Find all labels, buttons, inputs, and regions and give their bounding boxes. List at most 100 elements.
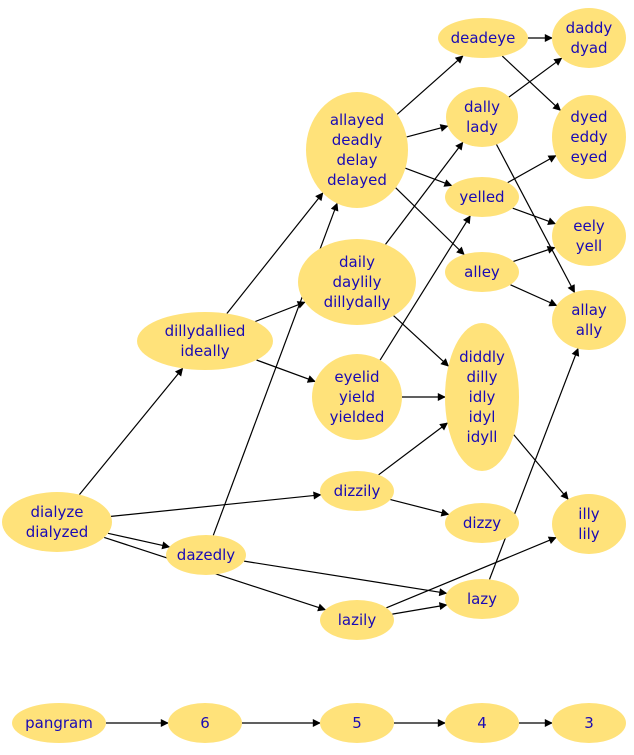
edge-lazily-to-lazy [392, 602, 448, 615]
edge-allayed-to-yelled [405, 167, 453, 187]
node-label-eyelid-1: yield [339, 388, 375, 406]
node-n6: 6 [168, 703, 242, 743]
node-shape-dillydallied [137, 312, 273, 370]
node-label-diddly-3: idyl [469, 408, 496, 426]
edge-dialyze-to-dillydallied [78, 367, 184, 495]
node-shape-dazedly [166, 535, 246, 575]
node-shape-dialyze [2, 492, 112, 552]
node-label-eyelid-2: yielded [330, 408, 385, 426]
node-lazily: lazily [320, 600, 394, 640]
edge-diddly-to-illy [513, 434, 569, 500]
edge-dillydallied-to-eyelid [256, 359, 316, 383]
node-shape-daily [298, 239, 416, 325]
node-label-daddy-1: dyad [570, 39, 607, 57]
node-shape-n4 [445, 703, 519, 743]
node-lazy: lazy [445, 579, 519, 619]
edge-dialyze-to-dazedly [107, 532, 171, 550]
edge-alley-to-allay [510, 284, 558, 307]
node-allayed: allayed deadly delay delayed [306, 92, 408, 208]
node-label-allay-1: ally [576, 321, 603, 339]
node-label-dizzily-0: dizzily [334, 482, 381, 500]
node-label-dillydallied-1: ideally [180, 342, 229, 360]
node-label-allayed-1: deadly [332, 131, 383, 149]
node-shape-daddy [552, 8, 626, 68]
node-shape-dyed [552, 95, 626, 179]
node-label-dally-0: dally [464, 98, 500, 116]
node-label-diddly-1: dilly [467, 368, 498, 386]
edge-allayed-to-deadeye [396, 55, 464, 115]
edge-allayed-to-dally [406, 124, 449, 138]
node-label-dialyze-1: dialyzed [26, 523, 89, 541]
node-shape-lazily [320, 600, 394, 640]
edge-dillydallied-to-allayed [226, 192, 324, 314]
nodes-layer: deadeye daddy dyad allayed deadly delay delaye… [2, 8, 626, 743]
edge-yelled-to-eely [512, 207, 557, 225]
edge-dally-to-daddy [508, 57, 563, 98]
node-shape-alley [445, 252, 519, 292]
node-label-daily-0: daily [339, 253, 375, 271]
node-label-illy-1: lily [578, 525, 600, 543]
node-label-pangram-0: pangram [25, 714, 93, 732]
node-label-lazy-0: lazy [467, 590, 497, 608]
node-dally: dally lady [446, 87, 518, 147]
node-alley: alley [445, 252, 519, 292]
node-yelled: yelled [445, 177, 519, 217]
node-dizzily: dizzily [320, 471, 394, 511]
node-label-dazedly-0: dazedly [177, 546, 236, 564]
node-pangram: pangram [12, 703, 106, 743]
node-n3: 3 [552, 703, 626, 743]
node-shape-illy [552, 494, 626, 554]
node-shape-eyelid [312, 354, 402, 440]
node-label-dillydallied-0: dillydallied [165, 322, 246, 340]
edge-lazily-to-illy [386, 536, 557, 609]
node-shape-n5 [320, 703, 394, 743]
node-dillydallied: dillydallied ideally [137, 312, 273, 370]
node-dazedly: dazedly [166, 535, 246, 575]
node-eely: eely yell [552, 206, 626, 266]
node-label-allayed-2: delay [337, 151, 378, 169]
node-label-n4-0: 4 [477, 714, 487, 732]
edge-dazedly-to-lazy [244, 560, 448, 597]
node-shape-dizzy [445, 503, 519, 543]
node-label-deadeye-0: deadeye [451, 29, 516, 47]
node-label-dyed-2: eyed [571, 148, 608, 166]
edge-dally-to-allay [495, 144, 576, 294]
node-label-allayed-3: delayed [327, 171, 387, 189]
node-label-lazily-0: lazily [338, 611, 377, 629]
edge-eyelid-to-yelled [379, 215, 471, 361]
node-label-alley-0: alley [464, 263, 500, 281]
node-label-illy-0: illy [578, 505, 600, 523]
node-label-dally-1: lady [466, 118, 498, 136]
node-label-diddly-2: idly [469, 388, 496, 406]
node-label-yelled-0: yelled [459, 188, 504, 206]
node-shape-allayed [306, 92, 408, 208]
node-shape-dally [446, 87, 518, 147]
node-label-eely-0: eely [573, 217, 605, 235]
node-label-daddy-0: daddy [566, 19, 613, 37]
node-label-allay-0: allay [571, 301, 607, 319]
node-shape-deadeye [438, 18, 528, 58]
node-label-eely-1: yell [576, 237, 602, 255]
edge-dialyze-to-dizzily [110, 491, 322, 517]
node-dizzy: dizzy [445, 503, 519, 543]
node-shape-yelled [445, 177, 519, 217]
node-n5: 5 [320, 703, 394, 743]
node-label-allayed-0: allayed [330, 111, 384, 129]
node-label-dizzy-0: dizzy [463, 514, 501, 532]
edges-layer [78, 34, 580, 727]
node-shape-eely [552, 206, 626, 266]
node-label-n3-0: 3 [584, 714, 594, 732]
edge-dizzily-to-diddly [378, 422, 449, 476]
node-label-dyed-1: eddy [570, 128, 607, 146]
edge-daily-to-dally [385, 141, 464, 245]
edge-daily-to-diddly [393, 315, 449, 367]
edge-dizzily-to-dizzy [390, 499, 450, 517]
node-allay: allay ally [552, 290, 626, 350]
node-shape-diddly [445, 323, 519, 471]
node-shape-lazy [445, 579, 519, 619]
node-label-diddly-4: idyll [467, 428, 498, 446]
